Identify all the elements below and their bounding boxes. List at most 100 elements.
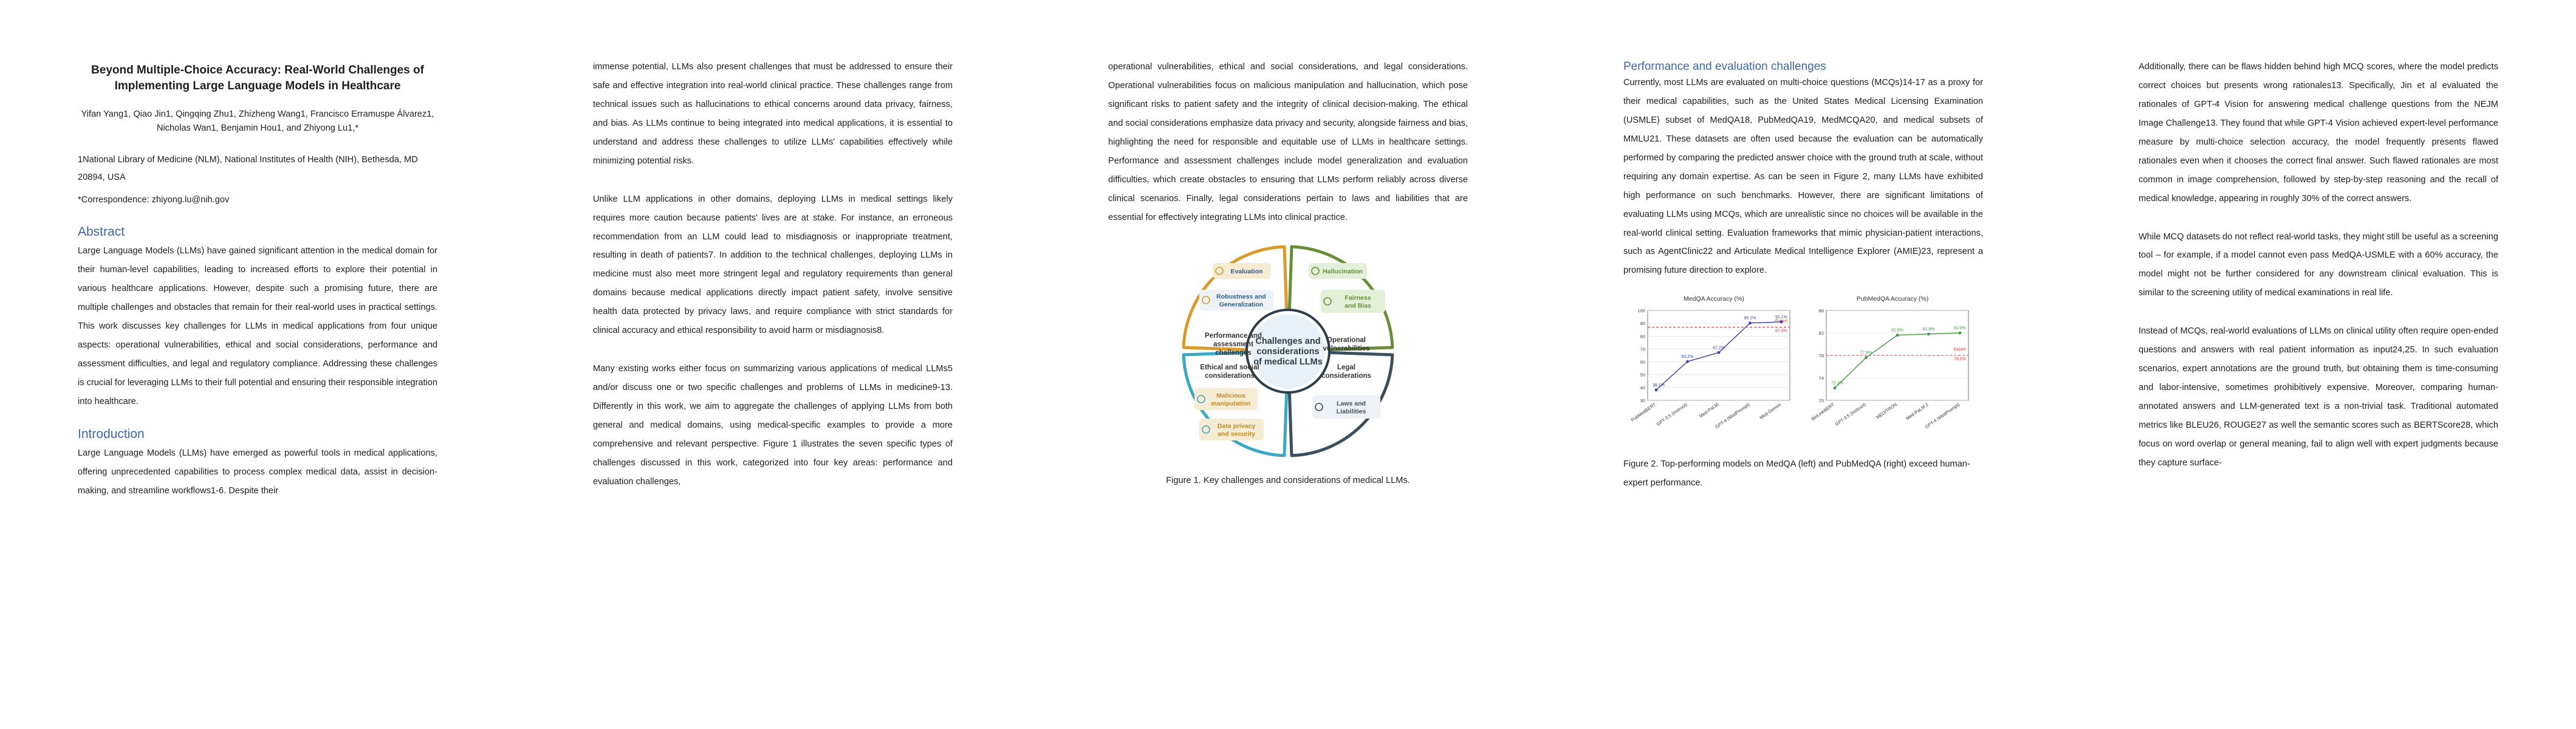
quadrant-label: considerations (1205, 372, 1255, 380)
y-tick-label: 86 (1819, 308, 1824, 313)
item-label: Liabilities (1337, 408, 1366, 416)
item-label: and Bias (1345, 303, 1371, 310)
plot-frame (1647, 310, 1790, 401)
chart-title: PubMedQA Accuracy (%) (1857, 295, 1928, 303)
item-label: Generalization (1219, 301, 1263, 309)
data-label: 38.1% (1653, 383, 1665, 388)
item-chip (1312, 395, 1380, 419)
y-tick-label: 74 (1819, 375, 1824, 381)
abstract-heading: Abstract (78, 225, 125, 239)
page-3: operational vulnerabilities, ethical and… (1030, 0, 1546, 729)
chart: MedQA Accuracy (%)30405060708090100Exper… (1630, 295, 1790, 430)
center-label: of medical LLMs (1253, 357, 1323, 367)
data-label: 72.2% (1831, 382, 1843, 386)
item-label: Data privacy (1218, 423, 1256, 430)
quadrant-label: considerations (1321, 372, 1371, 380)
page-5: Additionally, there can be flaws hidden … (2061, 0, 2576, 729)
item-chip (1199, 290, 1273, 311)
affiliation: 1National Library of Medicine (NLM), Nat… (78, 154, 418, 182)
item-icon (1202, 296, 1210, 305)
data-point (1896, 334, 1899, 337)
x-tick-label: GPT-4 (MedPrompt) (1924, 402, 1961, 430)
figure-1-item: Hallucination (1309, 263, 1367, 279)
quadrant-label: Legal (1337, 364, 1355, 371)
y-tick-label: 80 (1640, 334, 1645, 340)
item-chip (1309, 263, 1367, 279)
data-label: 81.6% (1891, 329, 1903, 333)
item-label: Fairness (1345, 295, 1371, 302)
item-label: Laws and (1337, 400, 1366, 408)
y-tick-label: 90 (1640, 321, 1645, 326)
item-icon (1315, 403, 1323, 412)
data-label: 91.1% (1775, 315, 1787, 320)
paper-title: Beyond Multiple-Choice Accuracy: Real-Wo… (91, 64, 424, 93)
center-circle-fill (1251, 314, 1325, 389)
quadrant-label: assessment (1213, 341, 1253, 348)
data-point (1958, 331, 1962, 335)
introduction-text: Large Language Models (LLMs) have emerge… (78, 448, 437, 496)
page-5-column: Additionally, there can be flaws hidden … (2139, 58, 2498, 473)
performance-heading: Performance and evaluation challenges (1623, 60, 1826, 73)
paragraph: Instead of MCQs, real-world evaluations … (2139, 326, 2498, 468)
item-icon (1197, 395, 1205, 404)
y-tick-label: 30 (1640, 398, 1645, 403)
paragraph: Unlike LLM applications in other domains… (593, 194, 953, 336)
item-chip (1321, 290, 1385, 313)
item-icon (1215, 267, 1224, 276)
figure-1-diagram: Challenges and considerations of medical L… (1182, 245, 1394, 457)
expert-value-label: 87.0% (1775, 329, 1787, 334)
page-2: immense potential, LLMs also present cha… (515, 0, 1030, 729)
y-tick-label: 50 (1640, 372, 1645, 378)
item-label: Robustness and (1216, 293, 1266, 301)
x-tick-label: BioLinkBERT (1810, 402, 1836, 422)
quadrant-label: challenges (1215, 349, 1251, 357)
data-point (1654, 388, 1658, 392)
y-tick-label: 60 (1640, 360, 1645, 365)
page-2-column: immense potential, LLMs also present cha… (593, 58, 953, 491)
x-tick-label: GPT-3.5 (Instruct) (1656, 402, 1688, 427)
paragraph: While MCQ datasets do not reflect real-w… (2139, 231, 2498, 298)
x-tick-label: MEDITRON (1875, 402, 1898, 420)
paragraph: Currently, most LLMs are evaluated on mu… (1623, 78, 1983, 276)
abstract-text: Large Language Models (LLMs) have gained… (78, 246, 437, 406)
y-tick-label: 40 (1640, 385, 1645, 391)
quadrant-label: Operational (1327, 337, 1366, 344)
item-chip (1199, 419, 1264, 441)
figure-2-charts: MedQA Accuracy (%)30405060708090100Exper… (1630, 295, 1969, 430)
paragraph: Additionally, there can be flaws hidden … (2139, 62, 2498, 204)
center-label: Challenges and (1255, 337, 1320, 346)
item-icon (1311, 267, 1320, 276)
item-label: Malicious (1216, 392, 1245, 400)
y-tick-label: 70 (1819, 398, 1824, 403)
item-chip (1194, 388, 1258, 411)
item-label: and security (1218, 431, 1255, 438)
data-label: 77.6% (1860, 351, 1872, 355)
data-label: 81.8% (1923, 327, 1935, 332)
item-icon (1202, 425, 1210, 434)
introduction-heading: Introduction (78, 426, 145, 441)
x-tick-label: PubMedBERT (1630, 402, 1657, 423)
x-tick-label: Med-PaLM 2 (1905, 402, 1929, 422)
x-tick-label: Med-Gemini (1759, 402, 1783, 420)
item-icon (1323, 297, 1332, 306)
data-point (1865, 356, 1868, 360)
data-label: 67.2% (1713, 346, 1725, 351)
figure-1-item: Evaluation (1213, 263, 1271, 279)
quadrant-label: Ethical and social (1200, 364, 1259, 371)
data-point (1717, 351, 1721, 355)
item-label: Evaluation (1230, 268, 1262, 275)
y-tick-label: 100 (1637, 308, 1645, 313)
paragraph: Many existing works either focus on summ… (593, 364, 953, 487)
data-point (1686, 360, 1689, 363)
correspondence: *Correspondence: zhiyong.lu@nih.gov (78, 195, 230, 205)
figure-1-caption: Figure 1. Key challenges and considerati… (1166, 476, 1410, 486)
item-label: Hallucination (1323, 268, 1363, 275)
y-tick-label: 82 (1819, 330, 1824, 336)
x-tick-label: GPT-3.5 (Instruct) (1834, 402, 1867, 427)
y-tick-label: 70 (1640, 347, 1645, 352)
quadrant-label: vulnerabilities (1323, 345, 1369, 352)
author-list: Yifan Yang1, Qiao Jin1, Qingqing Zhu1, Z… (81, 109, 434, 134)
page-4-column: Performance and evaluation challenges Cu… (1623, 58, 1983, 493)
